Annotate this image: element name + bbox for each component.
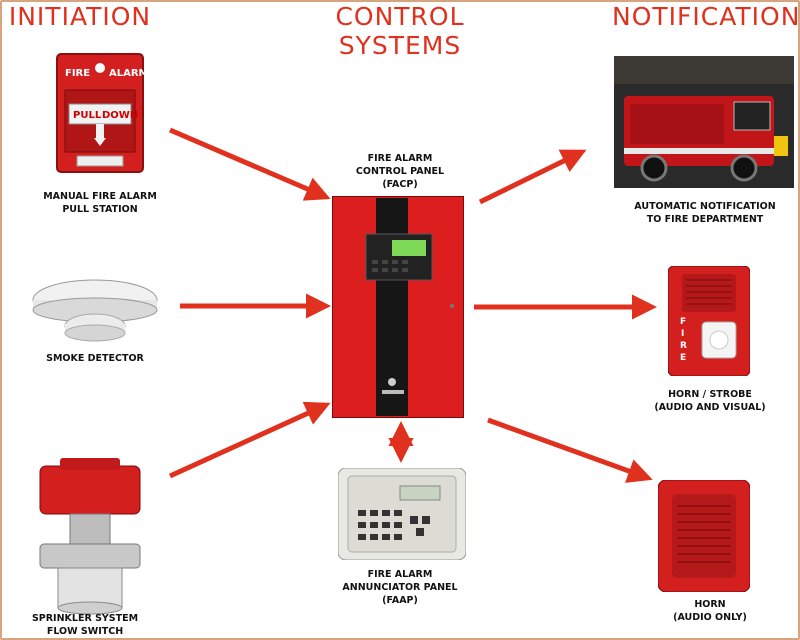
flow-switch-icon [39, 458, 141, 615]
arrow-pull-to-facp [169, 127, 331, 201]
pull-station-label: MANUAL FIRE ALARM PULL STATION [43, 191, 157, 215]
pull-station-alarm-text: ALARM [109, 68, 145, 79]
pull-station-down-text: DOWN [102, 110, 138, 121]
faap-panel-icon [338, 468, 466, 560]
horn-icon [658, 480, 750, 592]
initiation-header: INITIATION [8, 2, 152, 31]
control-systems-header: CONTROL SYSTEMS [335, 2, 465, 60]
smoke-detector-icon [32, 279, 158, 342]
pull-station-fire-text: FIRE [65, 68, 90, 79]
strobe-fire-letter-4: E [680, 353, 686, 363]
flow-switch-label: SPRINKLER SYSTEM FLOW SWITCH [31, 613, 139, 637]
facp-panel-icon [332, 196, 464, 418]
facp-label: FIRE ALARM CONTROL PANEL (FACP) [355, 153, 445, 190]
strobe-fire-letter-1: F [680, 317, 686, 327]
smoke-detector-label: SMOKE DETECTOR [46, 353, 144, 364]
arrow-facp-to-horn [487, 417, 653, 483]
arrow-flow-to-facp [168, 401, 331, 479]
horn-strobe-icon: F I R E [668, 266, 750, 376]
arrow-facp-to-truck [478, 149, 587, 205]
horn-label: HORN (AUDIO ONLY) [673, 599, 747, 623]
strobe-fire-letter-2: I [681, 329, 684, 339]
strobe-fire-letter-3: R [680, 341, 687, 351]
pull-station-icon: FIRE ALARM PULL DOWN [56, 53, 145, 173]
horn-strobe-label: HORN / STROBE (AUDIO AND VISUAL) [654, 389, 766, 413]
pull-station-pull-text: PULL [73, 110, 102, 121]
fire-truck-label: AUTOMATIC NOTIFICATION TO FIRE DEPARTMEN… [634, 201, 776, 225]
faap-label: FIRE ALARM ANNUNCIATOR PANEL (FAAP) [342, 569, 458, 606]
notification-header: NOTIFICATION [612, 2, 800, 31]
fire-truck-icon [614, 56, 794, 188]
